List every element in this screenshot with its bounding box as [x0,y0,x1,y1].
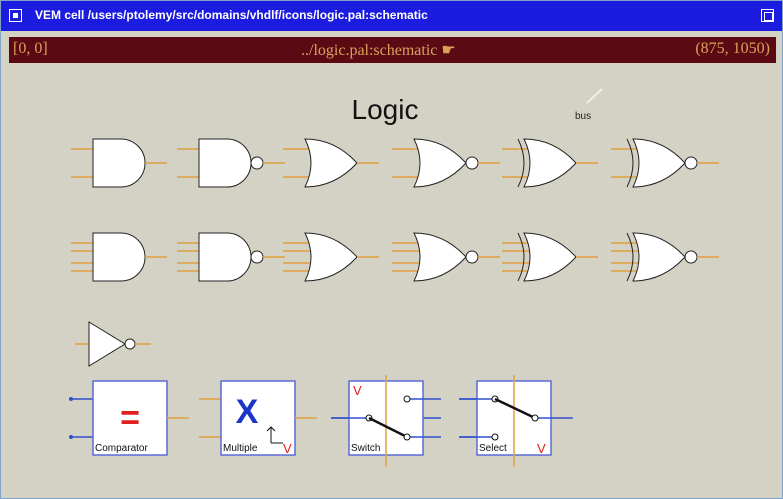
select-v-label: V [537,441,546,456]
bus-label: bus [575,111,591,122]
bus-icon[interactable]: bus [575,88,603,122]
extent-coords: (875, 1050) [695,40,770,57]
or-gate-icon[interactable] [282,138,380,188]
cell-path: ../logic.pal:schematic ☛ [301,42,456,59]
switch-block[interactable]: V Switch [331,375,441,467]
comparator-symbol: = [120,399,140,437]
origin-coords: [0, 0] [13,40,48,57]
nand-gate-icon[interactable] [176,138,286,188]
multiply-symbol: X [236,393,259,431]
or-gate-icon[interactable] [282,232,380,282]
pointer-hand-icon: ☛ [437,42,456,59]
nor-gate-icon[interactable] [391,232,501,282]
multiply-block[interactable]: X Multiple V [199,380,317,456]
nand-gate-icon[interactable] [176,232,286,282]
multiply-v-label: V [283,441,292,456]
and-gate-icon[interactable] [70,232,168,282]
comparator-block[interactable]: = Comparator [69,380,189,456]
xor-gate-icon[interactable] [501,232,599,282]
comparator-label: Comparator [95,443,148,454]
window-title: VEM cell /users/ptolemy/src/domains/vhdl… [35,8,428,22]
status-bar: [0, 0] ../logic.pal:schematic ☛ (875, 10… [9,37,776,63]
multiply-label: Multiple [223,443,258,454]
xnor-gate-icon[interactable] [610,232,720,282]
and-gate-icon[interactable] [70,138,168,188]
nor-gate-icon[interactable] [391,138,501,188]
schematic-canvas[interactable]: Logic bus [9,63,776,490]
maximize-icon[interactable] [761,9,774,22]
xor-gate-icon[interactable] [501,138,599,188]
inverter-gate-icon[interactable] [75,321,151,367]
switch-v-label: V [353,383,362,398]
select-block[interactable]: Select V [459,375,573,467]
window-menu-icon[interactable] [9,9,22,22]
select-label: Select [479,443,507,454]
xnor-gate-icon[interactable] [610,138,720,188]
switch-label: Switch [351,443,380,454]
title-bar[interactable]: VEM cell /users/ptolemy/src/domains/vhdl… [1,1,782,31]
palette-heading: Logic [352,94,419,125]
